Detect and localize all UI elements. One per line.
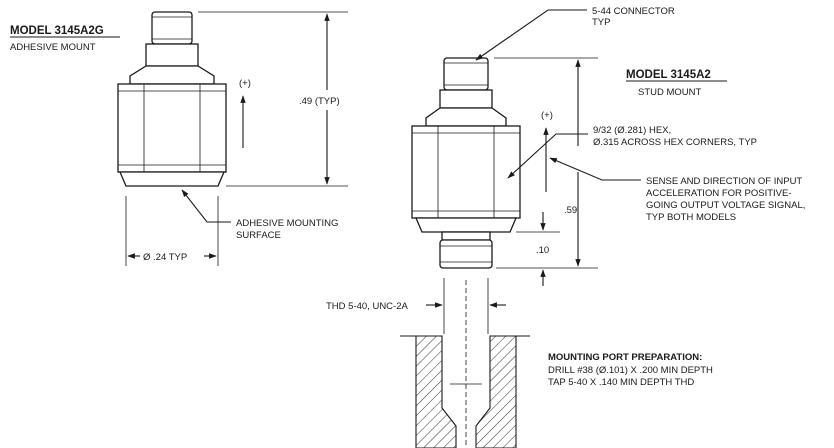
model-a-subtitle: ADHESIVE MOUNT	[10, 42, 96, 53]
model-a-title: MODEL 3145A2G	[10, 25, 104, 37]
sense-note-line-3: GOING OUTPUT VOLTAGE SIGNAL,	[646, 200, 805, 211]
port-material-right	[475, 335, 517, 448]
mounting-port-section: MOUNTING PORT PREPARATION: DRILL #38 (Ø.…	[400, 280, 713, 448]
model-a-base	[119, 171, 225, 187]
model-b-base	[415, 217, 517, 233]
connector-note-line-2: TYP	[592, 17, 610, 28]
connector-note-line-1: 5-44 CONNECTOR	[592, 6, 675, 17]
model-a-neck	[145, 43, 199, 67]
hex-note-leader	[507, 133, 588, 179]
sense-note-line-2: ACCELERATION FOR POSITIVE-	[646, 188, 792, 199]
model-a-width-dim-label: Ø .24 TYP	[143, 252, 187, 263]
model-b-title: MODEL 3145A2	[626, 69, 711, 81]
hex-note-line-2: Ø.315 ACROSS HEX CORNERS, TYP	[593, 137, 757, 148]
model-b-stud-dim-label: .10	[536, 245, 549, 256]
model-a-hex-body	[117, 83, 227, 173]
model-3145a2-group: MODEL 3145A2 STUD MOUNT (+) 9/32 (Ø.281)…	[326, 6, 805, 334]
port-prep-line-1: DRILL #38 (Ø.101) X .200 MIN DEPTH	[548, 365, 713, 376]
port-material-left	[415, 335, 457, 448]
thread-dim-label: THD 5-40, UNC-2A	[326, 301, 408, 312]
model-a-height-dim-label: .49 (TYP)	[299, 96, 340, 107]
model-a-surface-note-2: SURFACE	[236, 230, 281, 241]
port-prep-title: MOUNTING PORT PREPARATION:	[548, 352, 702, 363]
model-a-sensor-body	[117, 11, 227, 187]
model-b-stud	[439, 239, 493, 269]
model-b-shoulder	[425, 107, 507, 127]
model-a-shoulder	[129, 65, 215, 85]
connector-leader	[475, 9, 587, 61]
model-b-sensor-body	[411, 57, 521, 269]
model-a-surface-leader	[181, 189, 231, 223]
model-b-hex-body	[411, 125, 521, 219]
sense-note-line-1: SENSE AND DIRECTION OF INPUT	[646, 176, 802, 187]
model-b-subtitle: STUD MOUNT	[638, 87, 702, 98]
model-b-plus-label: (+)	[541, 110, 553, 121]
port-prep-line-2: TAP 5-40 X .140 MIN DEPTH THD	[548, 377, 694, 388]
model-b-stud-collar	[441, 231, 491, 241]
hex-note-line-1: 9/32 (Ø.281) HEX,	[593, 125, 671, 136]
model-b-neck	[439, 89, 493, 109]
sense-note-leader	[549, 157, 641, 181]
sense-note-line-4: TYP BOTH MODELS	[646, 212, 736, 223]
model-a-plus-label: (+)	[239, 78, 251, 89]
model-3145a2g-group: MODEL 3145A2G ADHESIVE MOUNT (+)	[10, 11, 348, 266]
model-a-surface-note-1: ADHESIVE MOUNTING	[236, 218, 338, 229]
model-b-height-dim-label: .59	[564, 205, 577, 216]
